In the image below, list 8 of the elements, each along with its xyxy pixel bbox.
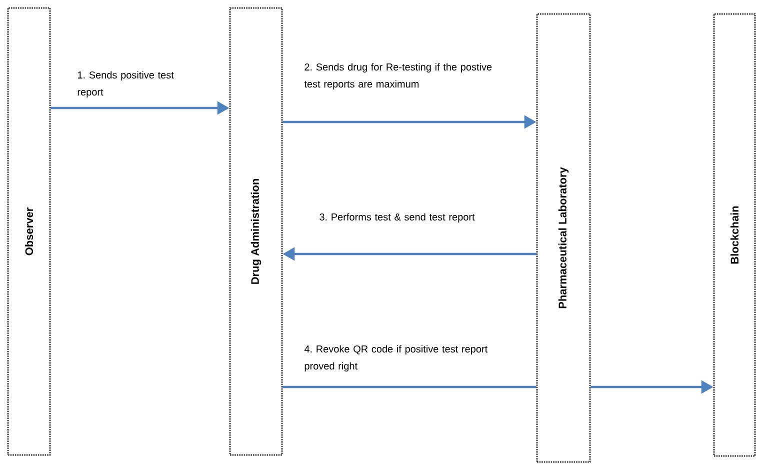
actor-box: Blockchain [713, 13, 756, 457]
edge-label: 2. Sends drug for Re-testing if the postive test reports are maximum [304, 63, 492, 90]
edge-label: 1. Sends positive test report [78, 71, 174, 98]
actor-box: Drug Administration [229, 7, 283, 456]
actor-box: Observer [7, 7, 51, 456]
edge-label: 4. Revoke QR code if positive test report proved right [304, 345, 488, 372]
edge-label: 3. Performs test & send test report [320, 213, 475, 222]
actor-box: Pharmaceutical Laboratory [536, 13, 591, 463]
